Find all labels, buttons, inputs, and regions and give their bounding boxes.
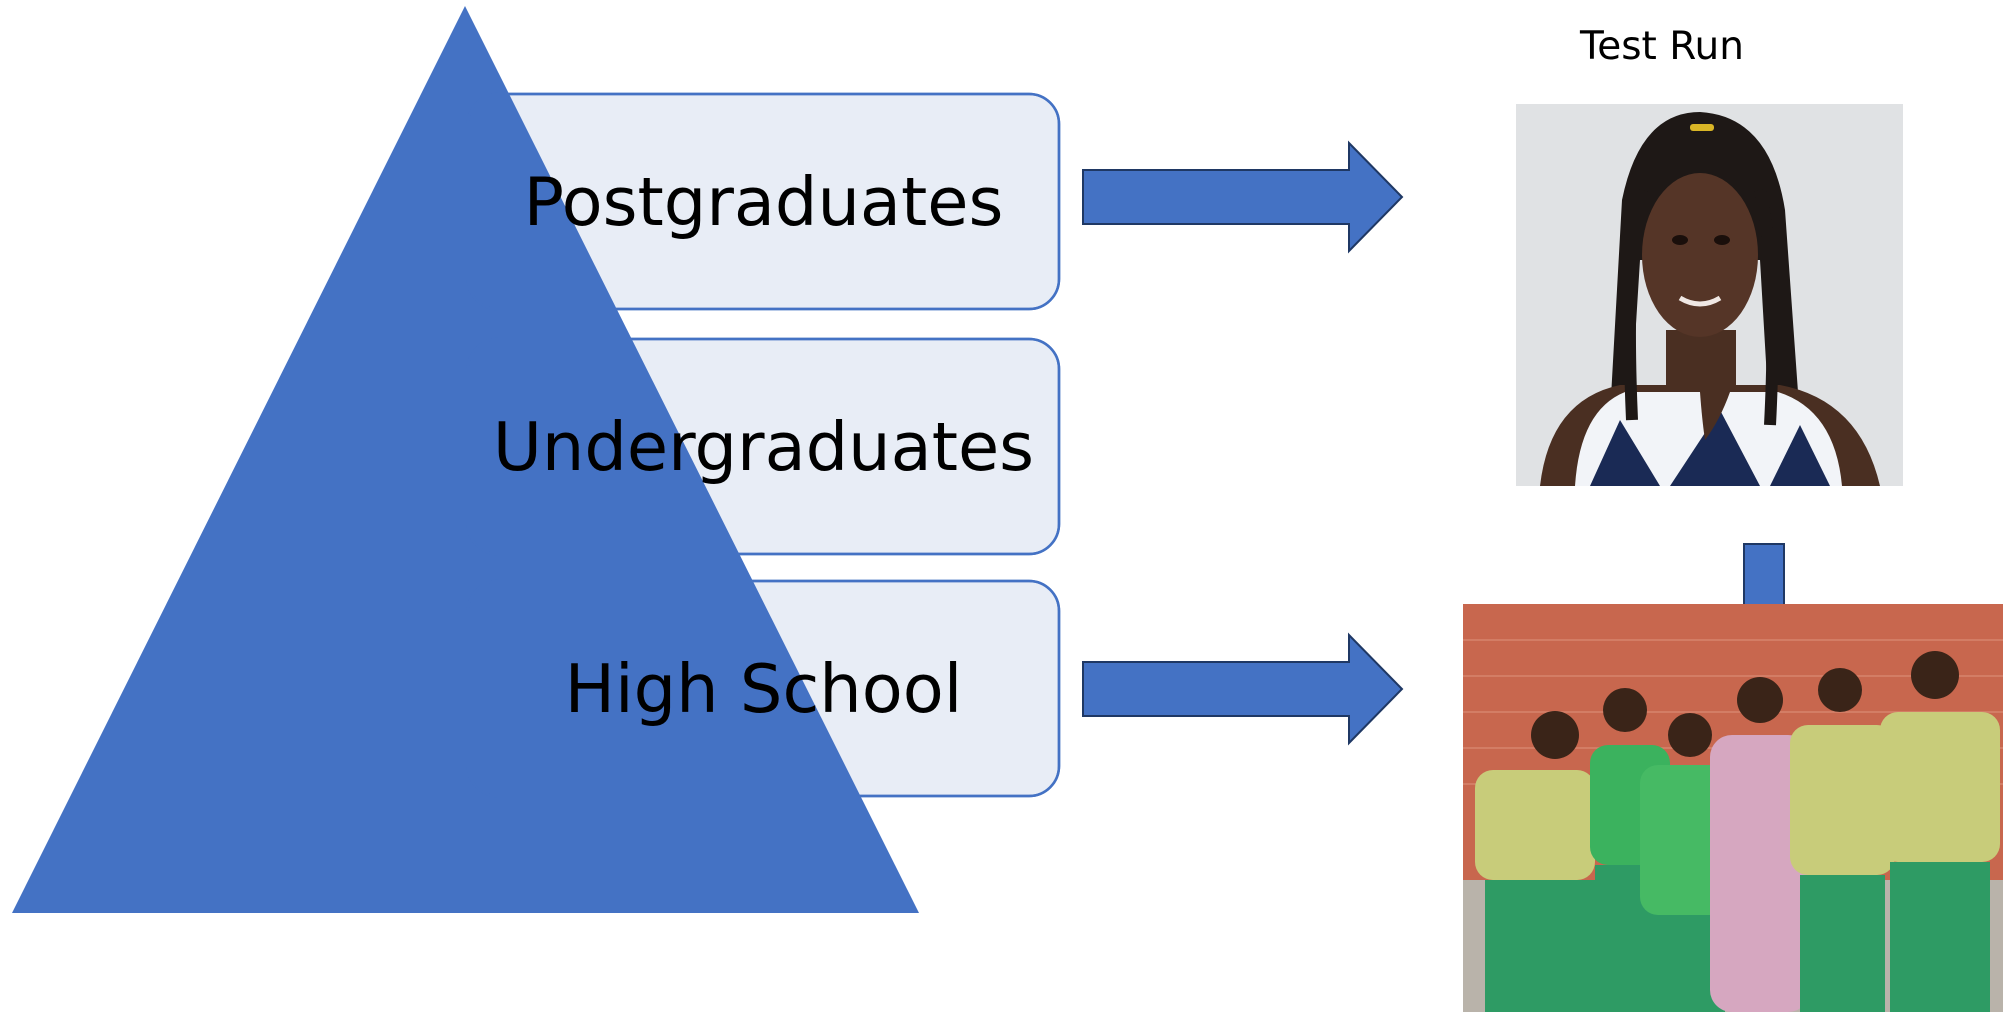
portrait-photo-icon	[1516, 104, 1903, 486]
level-box-undergraduates	[466, 337, 1061, 556]
level-box-high-school	[466, 579, 1061, 798]
arrow-high-school-to-group	[1082, 632, 1404, 746]
group-photo-icon	[1463, 604, 2003, 1012]
level-box-postgraduates	[466, 92, 1061, 311]
arrow-postgraduates-to-test-run	[1082, 140, 1404, 254]
test-run-caption: Test Run	[1580, 24, 1744, 69]
